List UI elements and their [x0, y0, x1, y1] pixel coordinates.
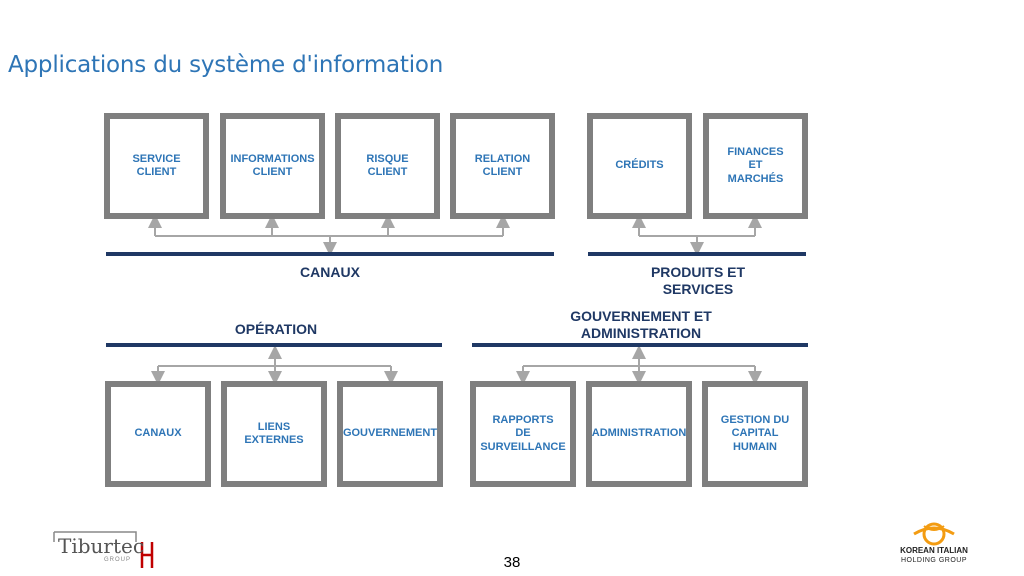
globe-icon — [913, 522, 955, 546]
operation-bar — [106, 343, 442, 347]
tiburtech-logo: Tiburtec GROUP — [52, 530, 156, 570]
box-gouvernement: GOUVERNEMENT — [337, 381, 443, 487]
box-relation-client: RELATION CLIENT — [450, 113, 555, 219]
operation-label: OPÉRATION — [234, 321, 318, 337]
kih-line1: KOREAN ITALIAN — [900, 546, 968, 555]
box-finances-marches: FINANCES ET MARCHÉS — [703, 113, 808, 219]
gouvernement-label: GOUVERNEMENT ET ADMINISTRATION — [570, 308, 712, 341]
box-service-client: SERVICE CLIENT — [104, 113, 209, 219]
produits-bar — [588, 252, 806, 256]
page-number: 38 — [503, 554, 521, 571]
box-risque-client: RISQUE CLIENT — [335, 113, 440, 219]
canaux-bar — [106, 252, 554, 256]
tiburtech-group: GROUP — [104, 557, 132, 563]
kih-logo: KOREAN ITALIAN HOLDING GROUP — [888, 520, 980, 572]
page-title: Applications du système d'information — [8, 52, 444, 78]
box-informations-client: INFORMATIONS CLIENT — [220, 113, 325, 219]
produits-label: PRODUITS ET SERVICES — [650, 264, 746, 297]
box-administration: ADMINISTRATION — [586, 381, 692, 487]
canaux-label: CANAUX — [300, 264, 360, 280]
box-canaux: CANAUX — [105, 381, 211, 487]
tiburtech-logo-frame — [53, 531, 154, 568]
gouvernement-bar — [472, 343, 808, 347]
box-gestion-capital-humain: GESTION DU CAPITAL HUMAIN — [702, 381, 808, 487]
box-liens-externes: LIENS EXTERNES — [221, 381, 327, 487]
box-rapports-surveillance: RAPPORTS DE SURVEILLANCE — [470, 381, 576, 487]
tiburtech-word: Tiburtec — [58, 534, 145, 558]
kih-line2: HOLDING GROUP — [900, 557, 967, 564]
box-credits: CRÉDITS — [587, 113, 692, 219]
